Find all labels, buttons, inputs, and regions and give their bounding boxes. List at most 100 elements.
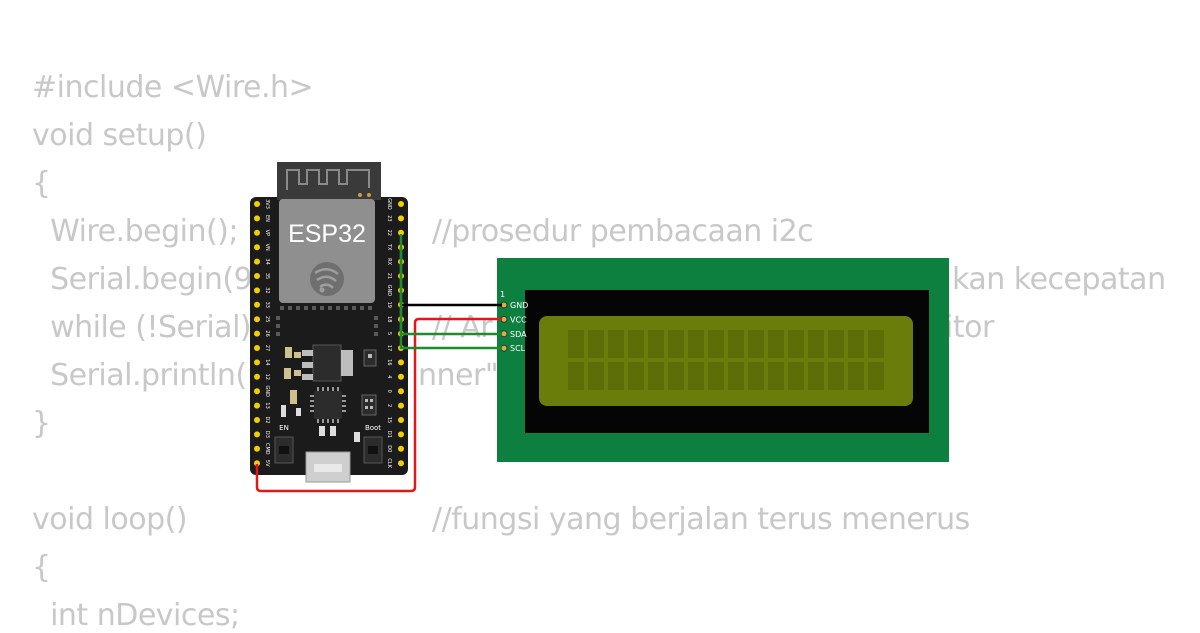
code-line-5: Serial.begin(9 xyxy=(32,262,253,297)
usb-uart-chip xyxy=(314,391,342,419)
esp32-pin-23[interactable] xyxy=(398,215,404,222)
esp32-pin-label: D0 xyxy=(386,445,392,452)
esp32-pin-label: D1 xyxy=(386,431,392,438)
espressif-logo-icon xyxy=(310,262,344,296)
esp32-pin-label: 14 xyxy=(264,359,270,365)
esp32-pin-vp[interactable] xyxy=(254,229,260,236)
wire-vcc[interactable] xyxy=(255,317,502,493)
esp32-pin-26[interactable] xyxy=(254,330,260,337)
lcd-cell xyxy=(728,362,744,390)
lcd-cell xyxy=(708,330,724,358)
voltage-regulator xyxy=(312,344,342,382)
esp32-pin-16[interactable] xyxy=(398,359,404,366)
module-pads xyxy=(276,306,378,336)
lcd-cell xyxy=(808,330,824,358)
esp32-pin-label: EN xyxy=(264,215,270,222)
wires xyxy=(255,234,502,493)
lcd-cell xyxy=(628,362,644,390)
code-line-6: while (!Serial) xyxy=(32,310,252,345)
lcd-cell xyxy=(588,330,604,358)
esp32-pin-label: 21 xyxy=(386,273,392,279)
esp32-pin-label: 17 xyxy=(386,345,392,351)
esp32-pin-34[interactable] xyxy=(254,258,260,265)
esp32-pin-12[interactable] xyxy=(254,373,260,380)
esp32-pin-label: GND xyxy=(264,385,270,397)
esp32-pin-label: GND xyxy=(386,285,392,297)
esp32-pin-en[interactable] xyxy=(254,215,260,222)
esp32-pin-d3[interactable] xyxy=(254,431,260,438)
lcd-pin1-label: 1 xyxy=(500,290,505,299)
esp32-pin-label: 16 xyxy=(386,359,392,365)
esp32-pin-label: CLK xyxy=(386,458,392,468)
lcd-cell xyxy=(668,330,684,358)
code-line-4: Wire.begin(); xyxy=(32,214,238,249)
code-line-1: #include <Wire.h> xyxy=(32,70,314,105)
lcd-screen xyxy=(539,316,913,406)
esp32-board[interactable]: ESP32 xyxy=(250,162,408,483)
esp32-pin-33[interactable] xyxy=(254,301,260,308)
esp32-pin-32[interactable] xyxy=(254,287,260,294)
esp32-pin-label: 2 xyxy=(386,404,392,407)
esp32-pin-label: RX xyxy=(386,258,392,265)
esp32-pin-vn[interactable] xyxy=(254,244,260,251)
esp32-pin-label: TX xyxy=(386,243,392,251)
micro-usb-port[interactable] xyxy=(305,451,351,483)
esp32-pin-4[interactable] xyxy=(398,373,404,380)
esp32-pin-label: 12 xyxy=(264,374,270,380)
lcd-cell xyxy=(688,330,704,358)
lcd-cell xyxy=(788,330,804,358)
esp32-pin-27[interactable] xyxy=(254,345,260,351)
esp32-pin-0[interactable] xyxy=(398,388,404,395)
wire-scl[interactable] xyxy=(399,234,502,350)
lcd-cell xyxy=(848,330,864,358)
esp32-pin-cmd[interactable] xyxy=(254,445,260,452)
lcd-cell xyxy=(568,362,584,390)
code-line-9: void loop() xyxy=(32,502,188,537)
lcd-cell xyxy=(648,330,664,358)
esp32-pin-label: 26 xyxy=(264,330,270,336)
code-line-11: int nDevices; xyxy=(32,598,240,633)
esp32-pin-clk[interactable] xyxy=(398,460,404,467)
lcd-cell xyxy=(808,362,824,390)
esp32-pin-d1[interactable] xyxy=(398,431,404,438)
lcd-cell xyxy=(588,362,604,390)
esp32-pin-gnd[interactable] xyxy=(254,388,260,395)
esp32-pin-d0[interactable] xyxy=(398,445,404,452)
lcd-pin-label: SCL xyxy=(510,344,526,353)
lcd-cell xyxy=(868,362,884,390)
esp32-pin-5v[interactable] xyxy=(254,460,260,467)
en-button-label: EN xyxy=(279,424,289,432)
esp32-pin-label: D2 xyxy=(264,416,270,423)
esp32-pin-35[interactable] xyxy=(254,273,260,279)
esp32-pin-13[interactable] xyxy=(254,402,260,409)
esp32-pin-label: 19 xyxy=(386,302,392,308)
lcd-cell xyxy=(828,330,844,358)
esp32-pin-22[interactable] xyxy=(398,229,404,236)
esp32-pin-25[interactable] xyxy=(254,316,260,323)
code-comment-5: nner") xyxy=(418,358,510,393)
lcd-cell xyxy=(688,362,704,390)
esp32-pin-d2[interactable] xyxy=(254,417,260,423)
esp32-pin-14[interactable] xyxy=(254,359,260,366)
lcd-cell xyxy=(708,362,724,390)
lcd-cell xyxy=(748,330,764,358)
esp32-left-header[interactable]: 3V3ENVPVN343532332526271412GND13D2D3CMD5… xyxy=(254,199,270,467)
esp32-pin-label: 5V xyxy=(264,460,270,467)
esp32-pin-label: CMD xyxy=(264,443,270,455)
code-line-8: } xyxy=(32,406,51,441)
esp32-pin-label: GND xyxy=(386,198,392,210)
antenna-trace xyxy=(286,169,370,190)
esp32-pin-gnd[interactable] xyxy=(398,201,404,207)
lcd-cell xyxy=(788,362,804,390)
esp32-pin-label: 0 xyxy=(386,390,392,393)
esp32-pin-2[interactable] xyxy=(398,402,404,409)
esp32-pin-15[interactable] xyxy=(398,417,404,423)
esp32-pin-3v3[interactable] xyxy=(254,201,260,207)
esp32-pin-label: VP xyxy=(264,230,270,236)
esp32-module-shield xyxy=(279,199,375,303)
esp32-pin-label: 32 xyxy=(264,287,270,293)
